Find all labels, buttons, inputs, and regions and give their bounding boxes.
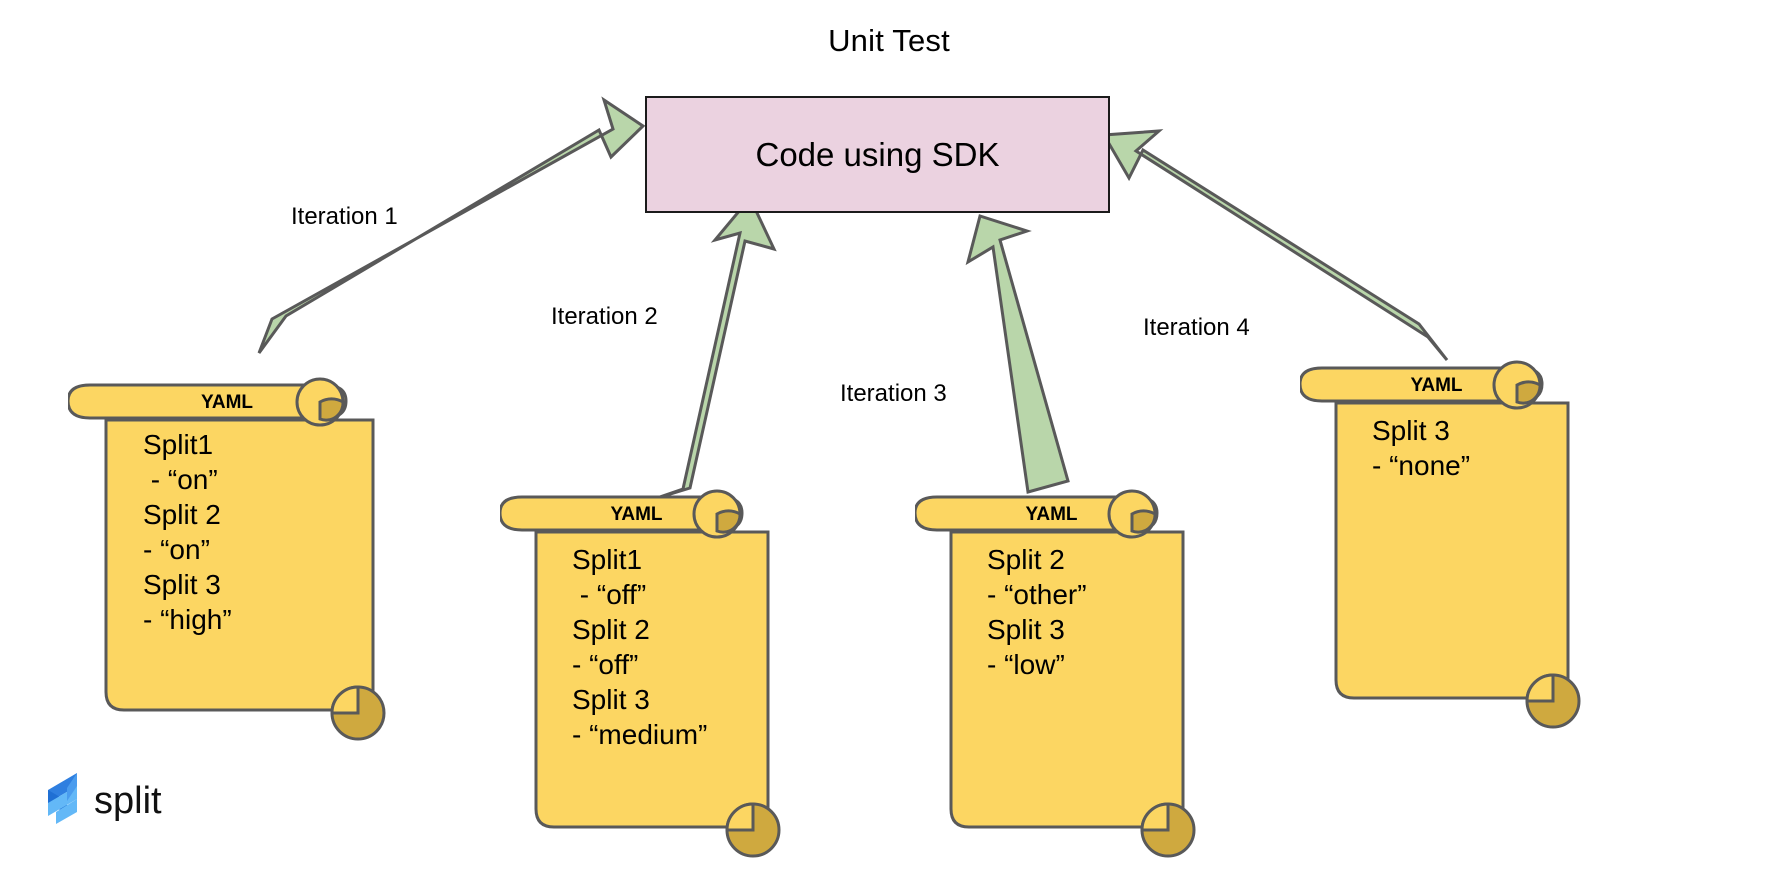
arrow-iteration-1 (257, 96, 646, 354)
edge-label-iteration-1: Iteration 1 (291, 203, 398, 230)
code-using-sdk-label: Code using SDK (755, 135, 1000, 173)
scroll-shape (915, 489, 1196, 858)
edge-label-iteration-4: Iteration 4 (1143, 314, 1250, 341)
arrow-iteration-3 (965, 214, 1070, 494)
split-logo: split (48, 773, 162, 824)
arrow-iteration-2 (650, 195, 777, 502)
edge-label-iteration-3: Iteration 3 (840, 380, 947, 407)
split-logo-mark (48, 773, 77, 824)
scroll-shape (68, 377, 386, 741)
scroll-shape (500, 489, 781, 858)
edge-label-iteration-2: Iteration 2 (551, 303, 658, 330)
split-logo-wordmark: split (94, 780, 162, 822)
scroll-shape (1300, 360, 1581, 729)
diagram-title: Unit Test (828, 23, 950, 58)
yaml-scroll-3[interactable]: YAML Split 2 - “other” Split 3 - “low” (915, 487, 1200, 862)
yaml-scroll-1[interactable]: YAML Split1 - “on” Split 2 - “on” Split … (68, 375, 398, 745)
yaml-scroll-4[interactable]: YAML Split 3 - “none” (1300, 358, 1585, 733)
yaml-scroll-2[interactable]: YAML Split1 - “off” Split 2 - “off” Spli… (500, 487, 785, 862)
code-using-sdk-node[interactable]: Code using SDK (645, 96, 1110, 213)
